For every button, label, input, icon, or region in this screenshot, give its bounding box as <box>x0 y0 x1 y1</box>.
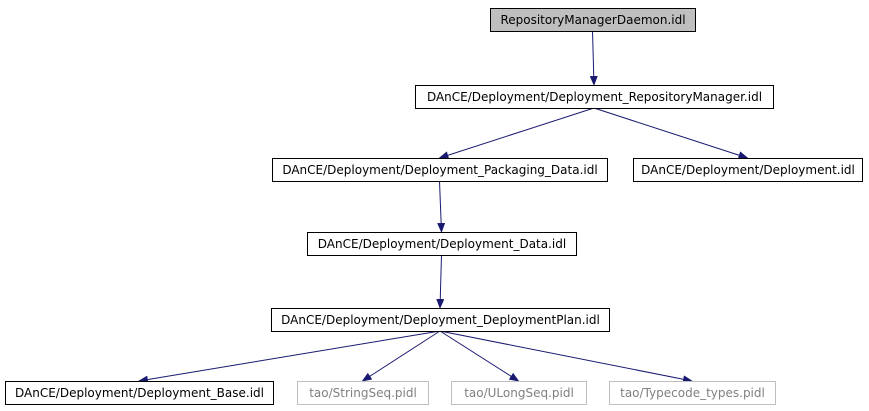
node-label: DAnCE/Deployment/Deployment_Packaging_Da… <box>282 163 597 177</box>
node-box <box>271 308 610 332</box>
node-tao-ulongseq-pidl[interactable]: tao/ULongSeq.pidl <box>451 381 587 405</box>
node-label: DAnCE/Deployment/Deployment.idl <box>641 163 855 177</box>
node-label: DAnCE/Deployment/Deployment_DeploymentPl… <box>281 313 600 327</box>
node-label: tao/StringSeq.pidl <box>309 386 417 400</box>
node-box <box>272 158 608 182</box>
node-label: DAnCE/Deployment/Deployment_Base.idl <box>15 386 264 400</box>
file-nodes: RepositoryManagerDaemon.idlDAnCE/Deploym… <box>5 8 863 405</box>
edge-n5-to-n7 <box>361 330 441 382</box>
node-label: RepositoryManagerDaemon.idl <box>500 13 685 27</box>
node-repositorymanagerdaemon-idl: RepositoryManagerDaemon.idl <box>490 8 696 32</box>
edge-n4-to-n5 <box>436 254 445 309</box>
edge-n0-to-n1 <box>589 30 598 86</box>
edge-n2-to-n4 <box>437 180 446 233</box>
node-box <box>451 381 587 405</box>
dependency-edges <box>138 30 749 384</box>
node-label: tao/Typecode_types.pidl <box>620 386 765 400</box>
edge-n5-to-n6 <box>138 330 441 384</box>
edge-n1-to-n3 <box>593 107 749 160</box>
node-dance-deployment-deployment-repositorymanager-idl[interactable]: DAnCE/Deployment/Deployment_RepositoryMa… <box>415 85 774 109</box>
node-dance-deployment-deployment-deploymentplan-idl[interactable]: DAnCE/Deployment/Deployment_DeploymentPl… <box>271 308 610 332</box>
edge-n5-to-n8 <box>439 330 520 382</box>
edge-n5-to-n9 <box>439 330 693 384</box>
edge-n1-to-n2 <box>438 107 595 160</box>
node-tao-stringseq-pidl[interactable]: tao/StringSeq.pidl <box>297 381 429 405</box>
node-box <box>490 8 696 32</box>
node-dance-deployment-deployment-data-idl[interactable]: DAnCE/Deployment/Deployment_Data.idl <box>307 232 577 256</box>
node-box <box>5 381 274 405</box>
node-dance-deployment-deployment-packaging-data-idl[interactable]: DAnCE/Deployment/Deployment_Packaging_Da… <box>272 158 608 182</box>
node-dance-deployment-deployment-base-idl[interactable]: DAnCE/Deployment/Deployment_Base.idl <box>5 381 274 405</box>
node-box <box>297 381 429 405</box>
node-label: DAnCE/Deployment/Deployment_Data.idl <box>318 237 566 251</box>
node-box <box>415 85 774 109</box>
node-tao-typecode-types-pidl[interactable]: tao/Typecode_types.pidl <box>609 381 776 405</box>
node-dance-deployment-deployment-idl[interactable]: DAnCE/Deployment/Deployment.idl <box>633 158 863 182</box>
node-box <box>633 158 863 182</box>
node-label: tao/ULongSeq.pidl <box>464 386 574 400</box>
node-box <box>307 232 577 256</box>
node-box <box>609 381 776 405</box>
node-label: DAnCE/Deployment/Deployment_RepositoryMa… <box>427 90 762 104</box>
